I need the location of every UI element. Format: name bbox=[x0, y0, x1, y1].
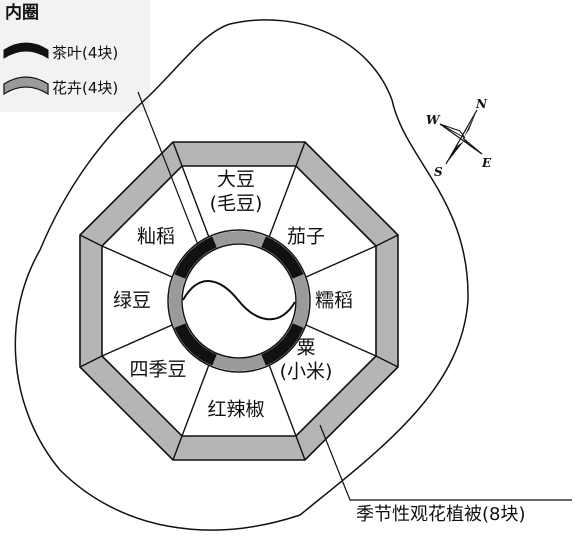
compass-label-s: S bbox=[434, 165, 443, 179]
legend-label-tea: 茶叶(4块) bbox=[52, 44, 118, 62]
leader-line-band bbox=[319, 424, 572, 501]
plot-label: 红辣椒 bbox=[207, 399, 264, 421]
plot-dividers bbox=[101, 165, 377, 437]
ring-segment bbox=[261, 323, 304, 366]
band-dividers bbox=[79, 141, 399, 461]
ring-segment bbox=[292, 274, 309, 328]
leader-line-ring bbox=[137, 91, 201, 251]
compass-rose: N E S W bbox=[426, 97, 492, 179]
ring-segment bbox=[261, 236, 304, 279]
plot-label: 籼稻 bbox=[137, 226, 175, 248]
plot-label: 绿豆 bbox=[113, 290, 151, 312]
legend-label-flower: 花卉(4块) bbox=[52, 79, 118, 97]
ring-segment bbox=[174, 236, 217, 279]
compass-label-n: N bbox=[475, 97, 488, 111]
compass-arrow-s bbox=[446, 141, 464, 164]
ring-segment bbox=[212, 354, 266, 371]
ring-segment bbox=[174, 323, 217, 366]
band-callout-label: 季节性观花植被(8块) bbox=[356, 504, 526, 525]
plot-label: (小米) bbox=[280, 361, 333, 383]
plot-label: 大豆 bbox=[217, 169, 255, 191]
island-boundary bbox=[14, 19, 469, 531]
legend-title: 内圈 bbox=[5, 2, 39, 23]
ring-segment bbox=[212, 231, 266, 248]
inner-ring-segments bbox=[169, 231, 309, 371]
ring-segment bbox=[169, 274, 186, 328]
compass-label-w: W bbox=[426, 113, 441, 127]
legend-swatch-tea bbox=[3, 42, 49, 59]
plot-label: (毛豆) bbox=[210, 193, 263, 215]
plot-label: 糯稻 bbox=[315, 290, 353, 312]
plot-label: 四季豆 bbox=[129, 359, 186, 381]
center-s-curve bbox=[182, 280, 296, 321]
legend-swatch-flower bbox=[3, 76, 49, 96]
plot-label: 茄子 bbox=[287, 226, 325, 248]
plot-label: 粟 bbox=[296, 337, 315, 359]
compass-label-e: E bbox=[481, 156, 492, 170]
legend-background bbox=[0, 0, 150, 112]
